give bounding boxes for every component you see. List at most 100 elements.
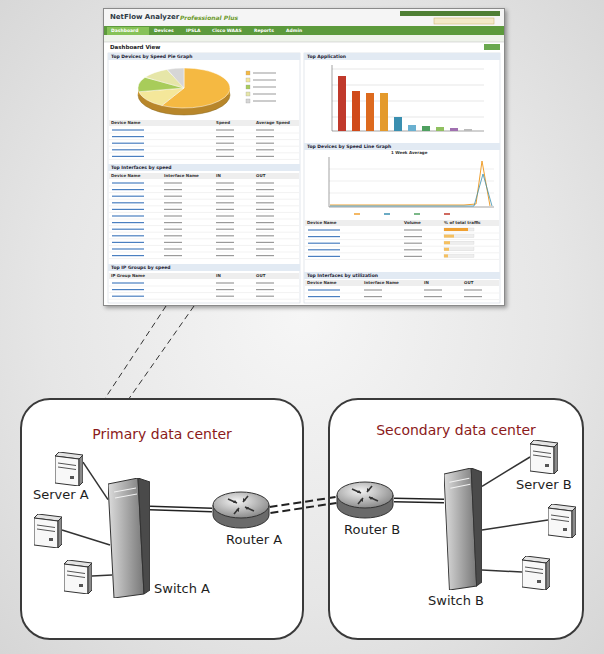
table-rule [109,292,299,293]
device-label: Router A [226,533,282,548]
table-rule [109,219,299,220]
table-cell-mark [164,248,182,249]
table-cell-mark [112,149,144,150]
table-cell-mark [164,255,182,256]
table-rule [109,186,299,187]
table-cell-mark [164,209,182,210]
legend-swatch [246,99,250,103]
screen-text: Top Application [307,55,346,60]
table-cell-mark [216,282,234,283]
screen-text: OUT [256,174,265,178]
table-rule [109,212,299,213]
table-cell-mark [256,156,274,157]
table-cell-mark [216,215,234,216]
table-cell-mark [216,255,234,256]
table-cell-mark [112,202,144,203]
server-icon [548,504,576,538]
legend-swatch [246,85,250,89]
chart-mark [253,101,276,102]
table-cell-mark [256,202,274,203]
table-rule [305,239,499,240]
router-icon [337,482,393,518]
table-cell-mark [164,222,182,223]
chart-mark [253,73,276,74]
table-cell-mark [256,209,274,210]
table-cell-mark [256,143,274,144]
device-label: Router B [344,523,400,538]
screen-text: Interface Name [364,281,399,285]
screen-text: Top Interfaces by utilization [307,274,378,279]
progress-bar [444,241,474,244]
device-label: Server A [33,488,89,503]
table-cell-mark [164,235,182,236]
table-cell-mark [256,222,274,223]
table-cell-mark [256,289,274,290]
network-link [150,508,212,510]
table-cell-mark [308,243,340,244]
server-icon [522,556,550,590]
switch-icon: Switch A [108,478,150,598]
table-rule [305,293,499,294]
screen-text: Reports [254,29,274,34]
table-cell-mark [256,248,274,249]
table-rule [305,233,499,234]
table-cell-mark [112,143,144,144]
table-rule [109,146,299,147]
table-cell-mark [364,296,382,297]
screen-text: Top Interfaces by speed [111,166,172,171]
leader-line [128,306,194,400]
table-cell-mark [216,143,234,144]
table-rule [305,299,499,300]
table-cell-mark [216,235,234,236]
table-cell-mark [164,182,182,183]
table-cell-mark [308,249,340,250]
table-cell-mark [464,296,482,297]
table-cell-mark [112,215,144,216]
table-cell-mark [424,296,442,297]
screen-text: Device Name [307,221,336,225]
table-cell-mark [216,189,234,190]
screen-text: Device Name [307,281,336,285]
table-rule [109,225,299,226]
table-cell-mark [256,296,274,297]
network-link [394,500,444,502]
table-cell-mark [112,182,144,183]
table-cell-mark [216,242,234,243]
server-icon [530,440,558,474]
screen-text: Professional Plus [180,15,238,21]
table-cell-mark [164,196,182,197]
pie-slice [167,68,184,88]
table-cell-mark [216,182,234,183]
table-cell-mark [112,209,144,210]
table-cell-mark [112,156,144,157]
table-cell-mark [216,136,234,137]
table-cell-mark [308,256,340,257]
screen-text: Top Devices by Speed Line Graph [307,145,391,150]
progress-bar [444,248,474,251]
table-cell-mark [256,196,274,197]
table-cell-mark [216,209,234,210]
switch-icon [444,468,482,590]
screen-text: % of total traffic [444,221,481,225]
screen-text: Device Name [111,121,140,125]
progress-bar [444,254,474,257]
table-cell-mark [112,289,144,290]
network-link [150,508,212,510]
table-rule [109,199,299,200]
table-cell-mark [112,235,144,236]
table-cell-mark [464,289,482,290]
dashboard-screenshot: NetFlow AnalyzerProfessional PlusDashboa… [103,8,505,306]
table-rule [109,139,299,140]
table-cell-mark [256,282,274,283]
table-rule [109,258,299,259]
table-cell-mark [216,248,234,249]
legend-swatch [246,92,250,96]
table-cell-mark [164,229,182,230]
table-cell-mark [256,215,274,216]
table-rule [109,238,299,239]
screen-text: Device Name [111,174,140,178]
screen-text: 1 Week Average [391,151,427,155]
table-cell-mark [308,236,340,237]
server-icon [55,452,83,486]
screen-text: IN [216,174,221,178]
